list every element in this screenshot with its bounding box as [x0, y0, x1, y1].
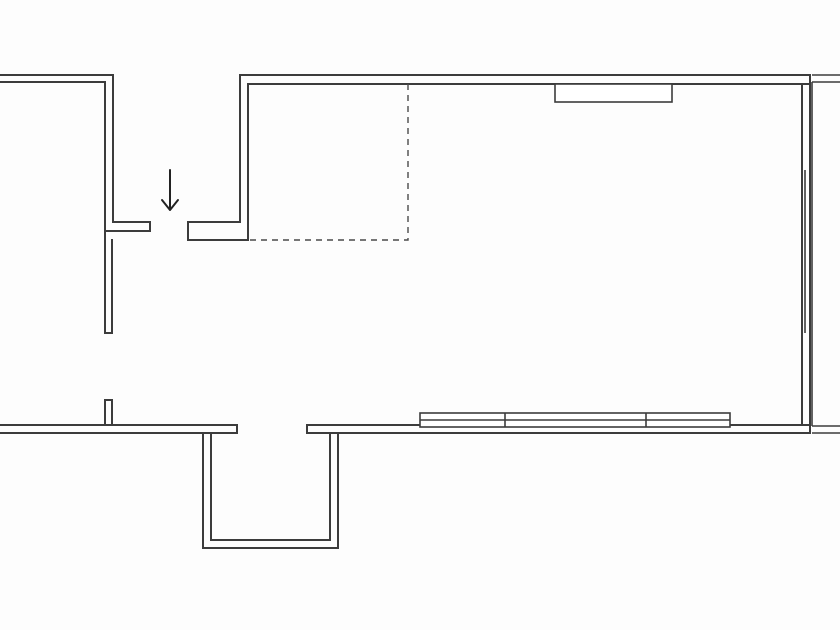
dashed-closet-outline [248, 84, 409, 241]
right-outer-wall [811, 74, 840, 434]
arrow-down-icon [161, 169, 179, 211]
main-room-right-wall [801, 83, 811, 426]
main-room-left-wall [187, 74, 811, 241]
left-partition-wall [104, 230, 113, 334]
left-room-walls [0, 74, 151, 426]
top-wall-fixture [554, 83, 673, 103]
bottom-alcove [202, 432, 339, 549]
alcove-outer-wall [202, 432, 339, 549]
left-room-outer-wall [0, 74, 151, 232]
bottom-window [419, 412, 731, 428]
bottom-wall-left [0, 424, 238, 434]
main-room-walls [187, 74, 840, 434]
left-bottom-stub [104, 399, 113, 426]
